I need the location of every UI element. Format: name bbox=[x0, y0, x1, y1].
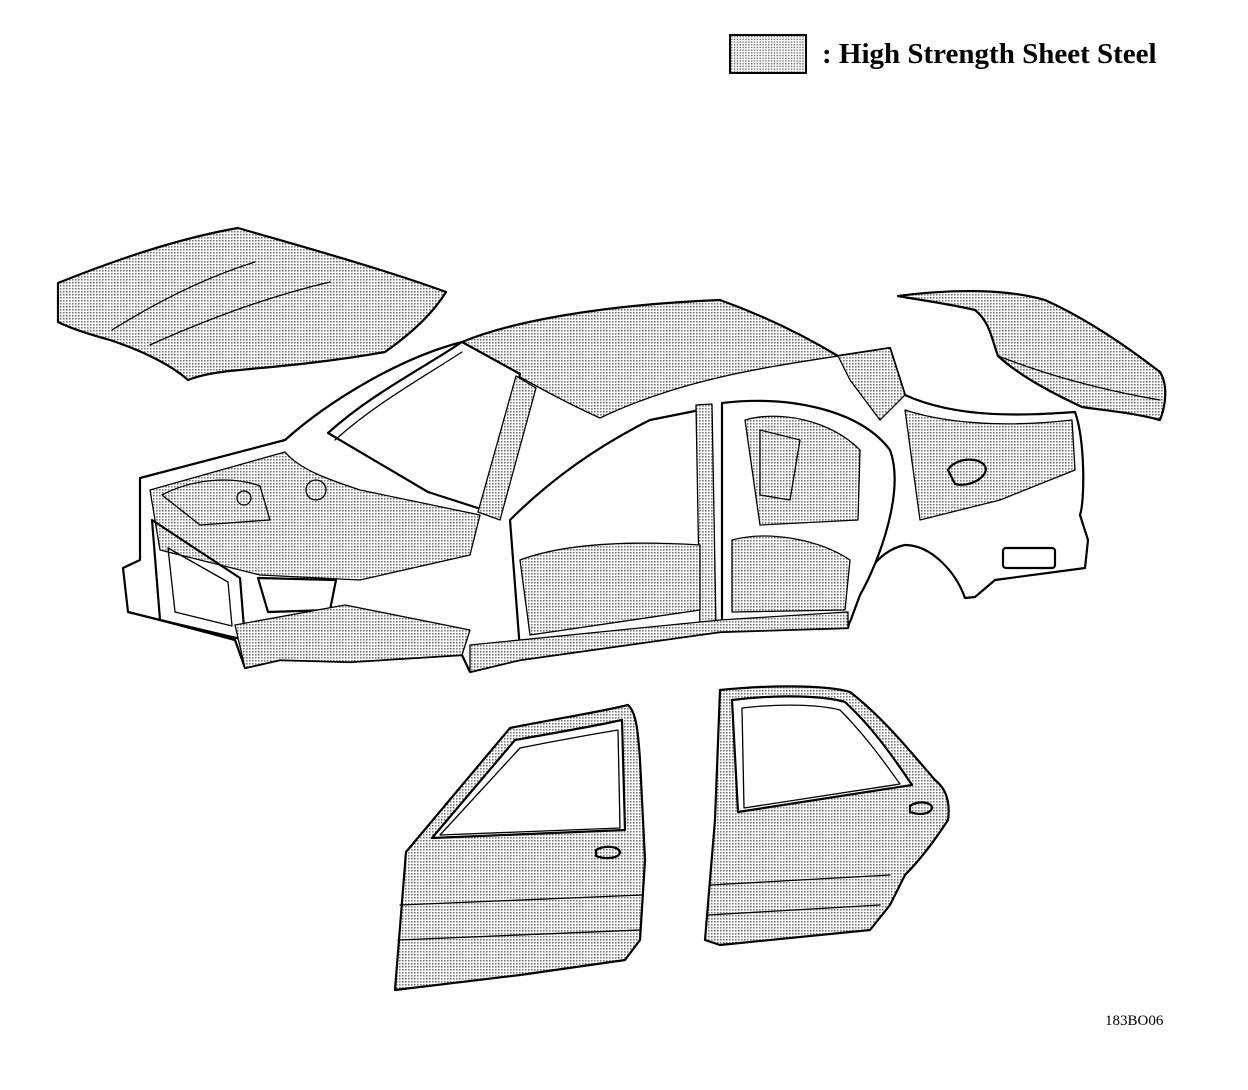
body-shell bbox=[121, 298, 1090, 674]
rear-door-panel bbox=[703, 685, 950, 947]
hood-panel bbox=[56, 226, 448, 382]
figure-code: 183BO06 bbox=[1105, 1013, 1164, 1029]
legend-swatch bbox=[729, 34, 807, 74]
legend-label: : High Strength Sheet Steel bbox=[822, 38, 1157, 70]
front-door-panel bbox=[393, 703, 647, 992]
trunk-lid-panel bbox=[896, 289, 1167, 422]
